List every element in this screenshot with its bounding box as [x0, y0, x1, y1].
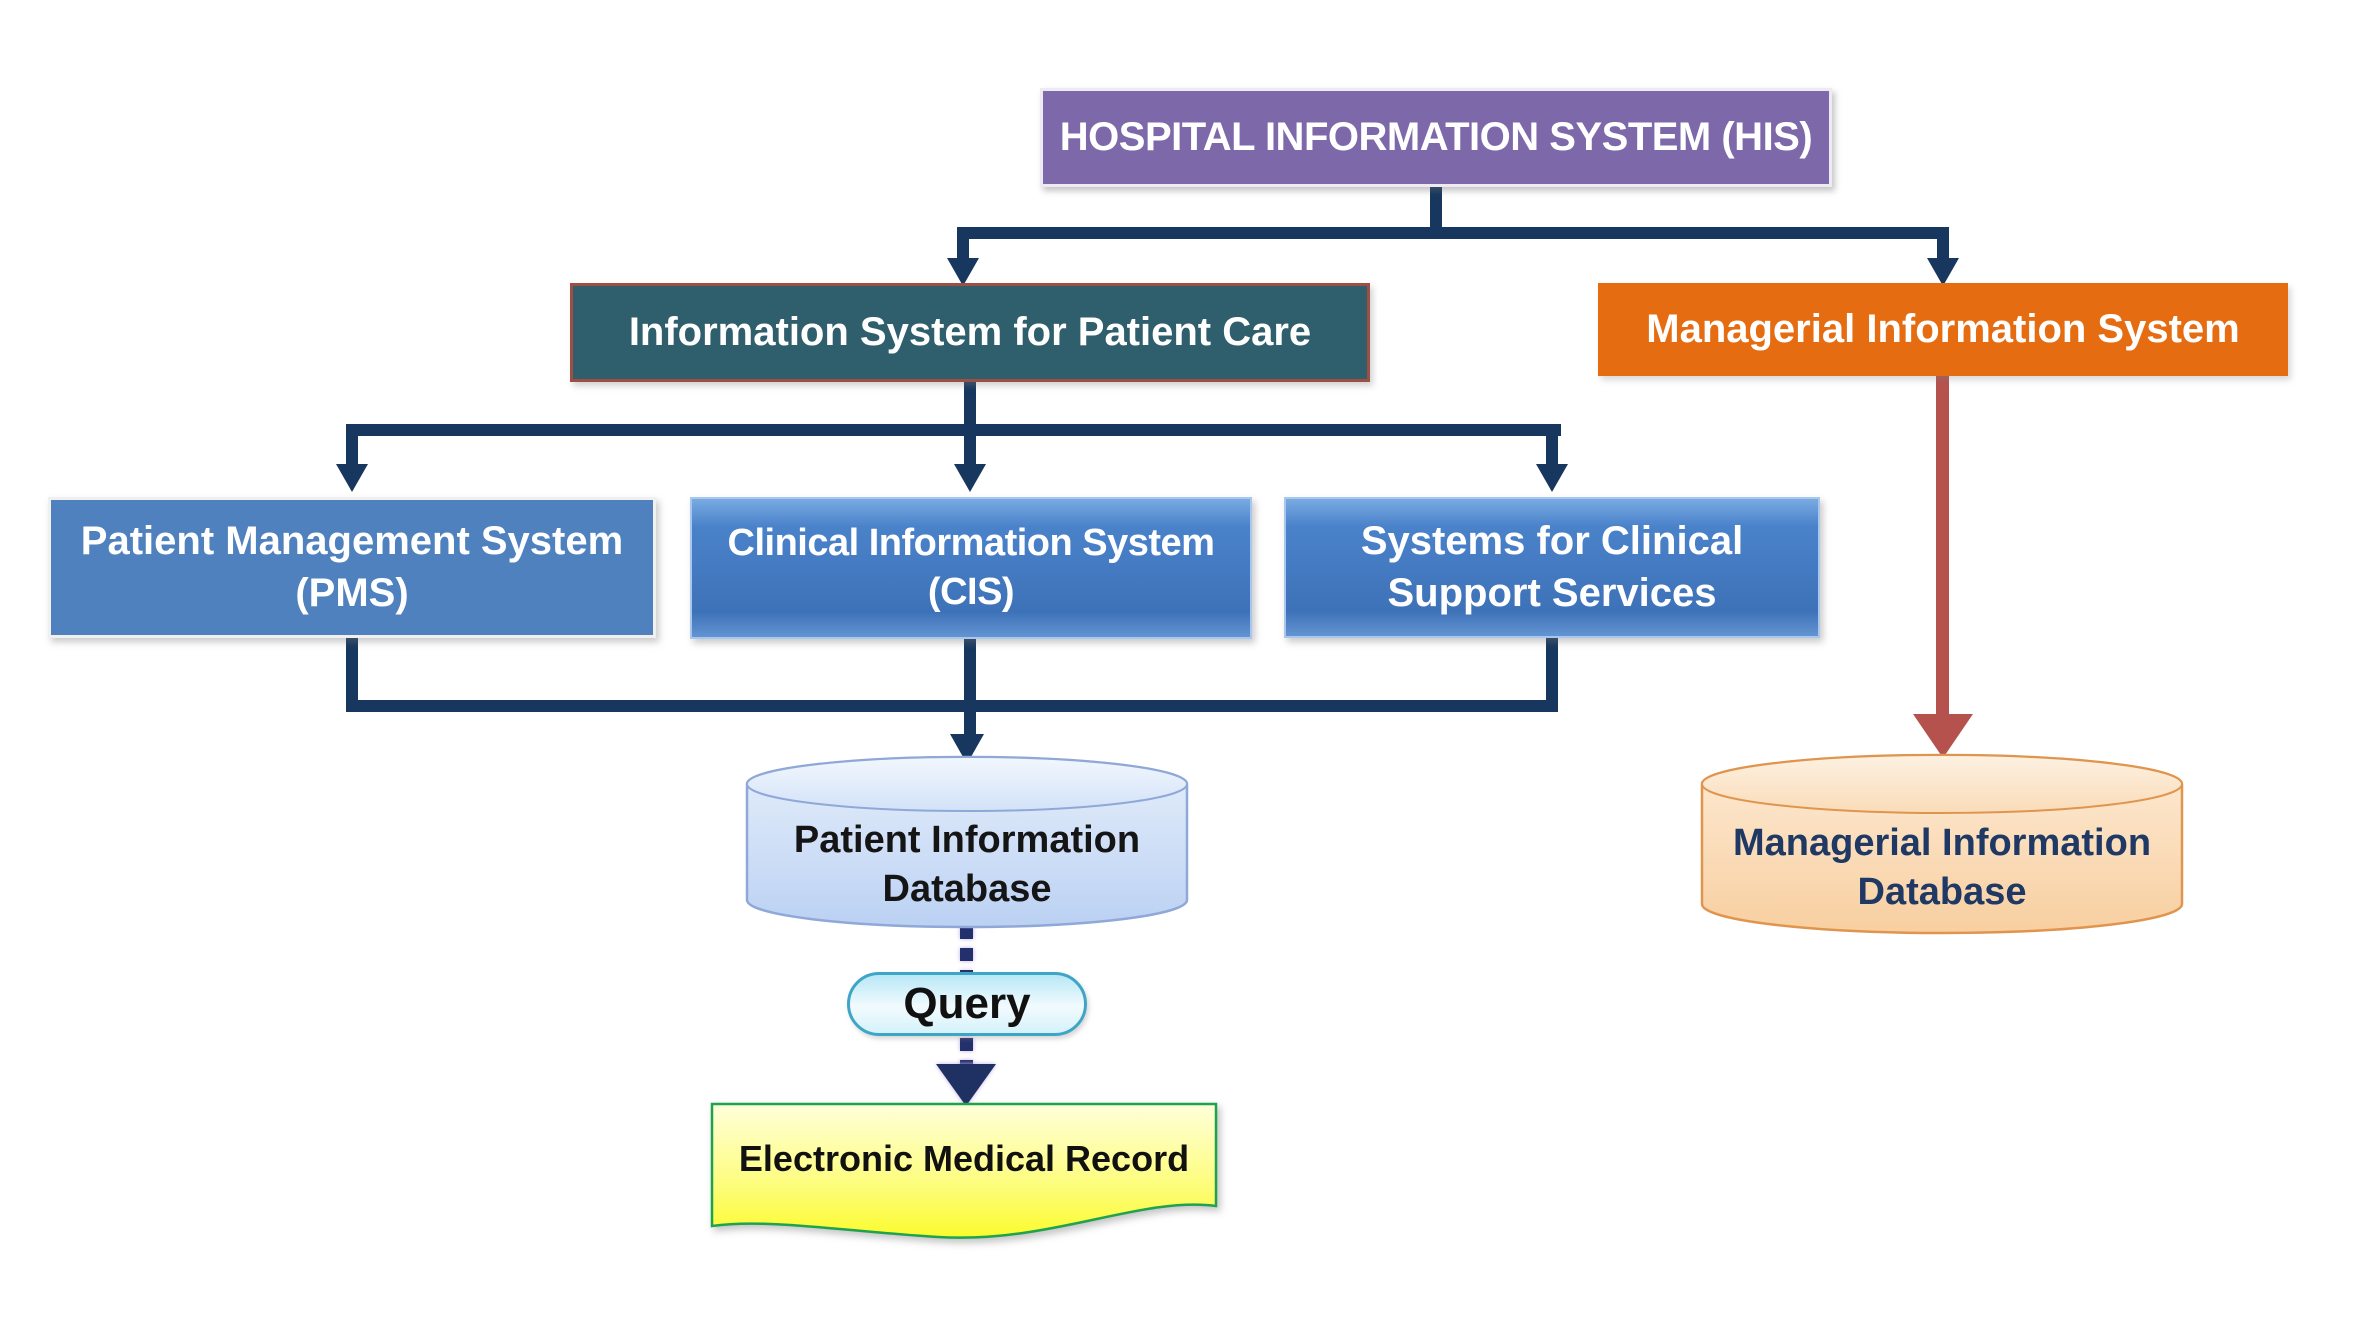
arrowhead-to-support	[1536, 464, 1568, 492]
node-his-label: HOSPITAL INFORMATION SYSTEM (HIS)	[1059, 114, 1813, 159]
database-cylinder-shape	[745, 755, 1189, 929]
connector-pms-down	[346, 637, 358, 712]
node-support-line1: Systems for Clinical	[1360, 519, 1744, 564]
node-information-system-patient-care: Information System for Patient Care	[570, 283, 1370, 382]
connector-care-stem	[964, 380, 976, 432]
patient-db-line1: Patient Information	[793, 818, 1141, 861]
node-query: Query	[847, 972, 1087, 1036]
connector-managerial-to-db	[1936, 374, 1949, 718]
node-clinical-support-services: Systems for Clinical Support Services	[1284, 497, 1820, 638]
connector-to-support	[1546, 424, 1558, 468]
emr-label: Electronic Medical Record	[738, 1138, 1190, 1179]
node-clinical-information-system: Clinical Information System (CIS)	[690, 497, 1252, 639]
connector-care-branch-bar	[346, 424, 1561, 436]
connector-to-patient-care	[957, 227, 969, 265]
node-cis-line2: (CIS)	[927, 571, 1015, 613]
connector-merge-bar	[346, 700, 1558, 712]
connector-to-patient-db	[964, 637, 976, 739]
arrowhead-to-patient-care	[947, 258, 979, 286]
managerial-db-line2: Database	[1857, 871, 2027, 913]
node-electronic-medical-record: Electronic Medical Record	[710, 1102, 1218, 1247]
connector-to-managerial	[1937, 227, 1949, 265]
connector-to-cis	[964, 432, 976, 468]
connector-to-pms	[346, 424, 358, 468]
node-patient-management-system: Patient Management System (PMS)	[48, 497, 656, 638]
node-managerial-label: Managerial Information System	[1646, 306, 2240, 351]
cylinder-patient-information-database: Patient Information Database	[745, 754, 1189, 930]
arrowhead-managerial-db	[1913, 714, 1973, 758]
connector-db-to-query-dashed	[960, 926, 973, 972]
cylinder-managerial-information-database: Managerial Information Database	[1700, 752, 2184, 938]
patient-db-line2: Database	[882, 868, 1052, 910]
arrowhead-to-pms	[336, 464, 368, 492]
node-hospital-information-system: HOSPITAL INFORMATION SYSTEM (HIS)	[1040, 88, 1832, 187]
node-managerial-information-system: Managerial Information System	[1598, 283, 2288, 376]
arrowhead-to-managerial	[1927, 258, 1959, 286]
database-cylinder-shape	[1700, 753, 2184, 935]
connector-query-to-emr-dashed	[960, 1038, 973, 1068]
node-patient-care-label: Information System for Patient Care	[628, 309, 1312, 354]
connector-his-stem	[1430, 185, 1442, 233]
connector-his-branch-bar	[957, 227, 1946, 239]
node-pms-line1: Patient Management System	[80, 519, 624, 564]
arrowhead-to-emr	[936, 1064, 996, 1106]
node-support-line2: Support Services	[1387, 570, 1717, 615]
managerial-db-line1: Managerial Information	[1732, 821, 2152, 864]
query-label: Query	[903, 978, 1031, 1028]
arrowhead-to-cis	[954, 464, 986, 492]
node-pms-line2: (PMS)	[295, 570, 409, 615]
connector-support-down	[1546, 637, 1558, 712]
node-cis-line1: Clinical Information System	[727, 522, 1215, 565]
wave-document-shape	[710, 1102, 1218, 1239]
